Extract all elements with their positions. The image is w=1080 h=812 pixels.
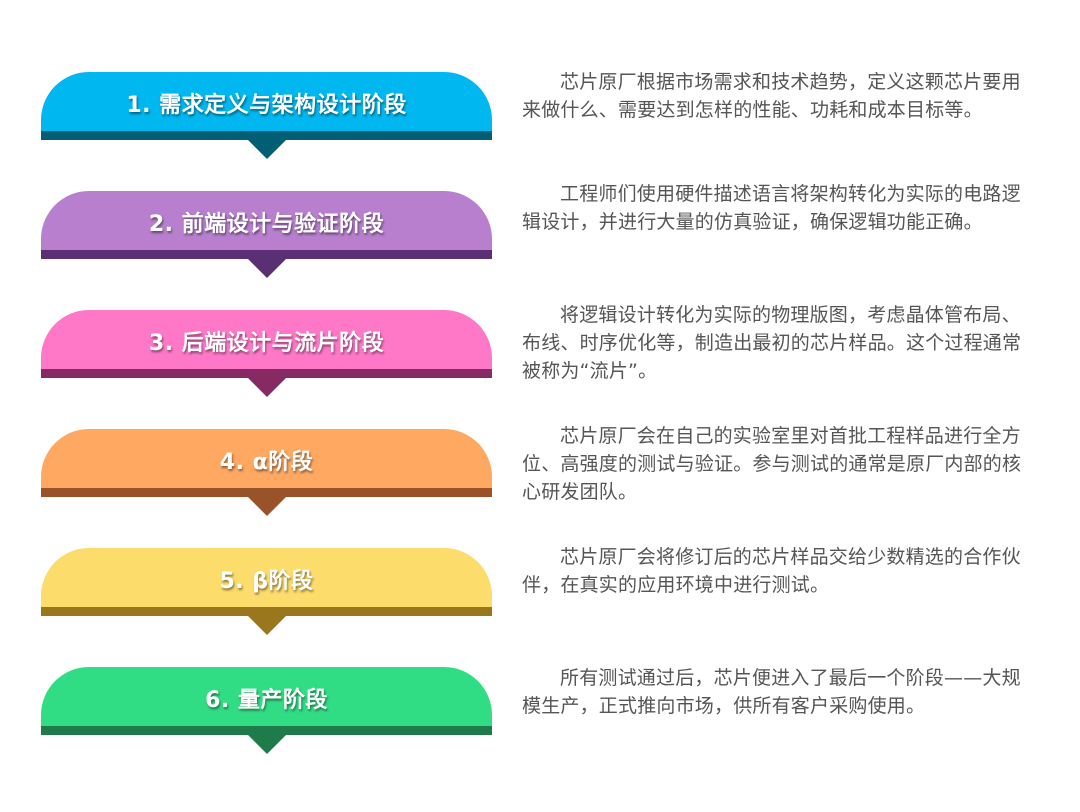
stage-1-title: 1. 需求定义与架构设计阶段 (126, 92, 407, 118)
stage-4-title: 4. α阶段 (219, 449, 314, 475)
down-arrow-icon (247, 139, 287, 159)
stage-4-banner: 4. α阶段 (41, 429, 492, 488)
stage-2-band (41, 250, 492, 259)
stage-2: 2. 前端设计与验证阶段 (41, 191, 492, 279)
down-arrow-icon (247, 615, 287, 635)
down-arrow-icon (247, 734, 287, 754)
stage-1: 1. 需求定义与架构设计阶段 (41, 72, 492, 160)
stage-4: 4. α阶段 (41, 429, 492, 517)
stage-6: 6. 量产阶段 (41, 667, 492, 755)
stage-3: 3. 后端设计与流片阶段 (41, 310, 492, 398)
stage-5-title: 5. β阶段 (219, 568, 314, 594)
stage-4-description: 芯片原厂会在自己的实验室里对首批工程样品进行全方位、高强度的测试与验证。参与测试… (522, 425, 1022, 503)
stage-3-band (41, 369, 492, 378)
stage-5-band (41, 607, 492, 616)
stage-3-description: 将逻辑设计转化为实际的物理版图，考虑晶体管布局、布线、时序优化等，制造出最初的芯… (522, 304, 1022, 382)
stage-3-title: 3. 后端设计与流片阶段 (148, 330, 385, 356)
down-arrow-icon (247, 258, 287, 278)
down-arrow-icon (247, 496, 287, 516)
stage-1-banner: 1. 需求定义与架构设计阶段 (41, 72, 492, 131)
stage-6-title: 6. 量产阶段 (205, 687, 328, 713)
stage-4-band (41, 488, 492, 497)
stage-5-banner: 5. β阶段 (41, 548, 492, 607)
stage-6-description: 所有测试通过后，芯片便进入了最后一个阶段——大规模生产，正式推向市场，供所有客户… (522, 667, 1021, 717)
stage-1-description: 芯片原厂根据市场需求和技术趋势，定义这颗芯片要用来做什么、需要达到怎样的性能、功… (522, 71, 1021, 121)
stage-2-description: 工程师们使用硬件描述语言将架构转化为实际的电路逻辑设计，并进行大量的仿真验证，确… (522, 183, 1021, 233)
stage-3-banner: 3. 后端设计与流片阶段 (41, 310, 492, 369)
stage-1-band (41, 131, 492, 140)
stage-2-title: 2. 前端设计与验证阶段 (148, 211, 385, 237)
stage-6-banner: 6. 量产阶段 (41, 667, 492, 726)
down-arrow-icon (247, 377, 287, 397)
stage-5: 5. β阶段 (41, 548, 492, 636)
stage-2-banner: 2. 前端设计与验证阶段 (41, 191, 492, 250)
stage-5-description: 芯片原厂会将修订后的芯片样品交给少数精选的合作伙伴，在真实的应用环境中进行测试。 (522, 546, 1021, 596)
stage-6-band (41, 726, 492, 735)
